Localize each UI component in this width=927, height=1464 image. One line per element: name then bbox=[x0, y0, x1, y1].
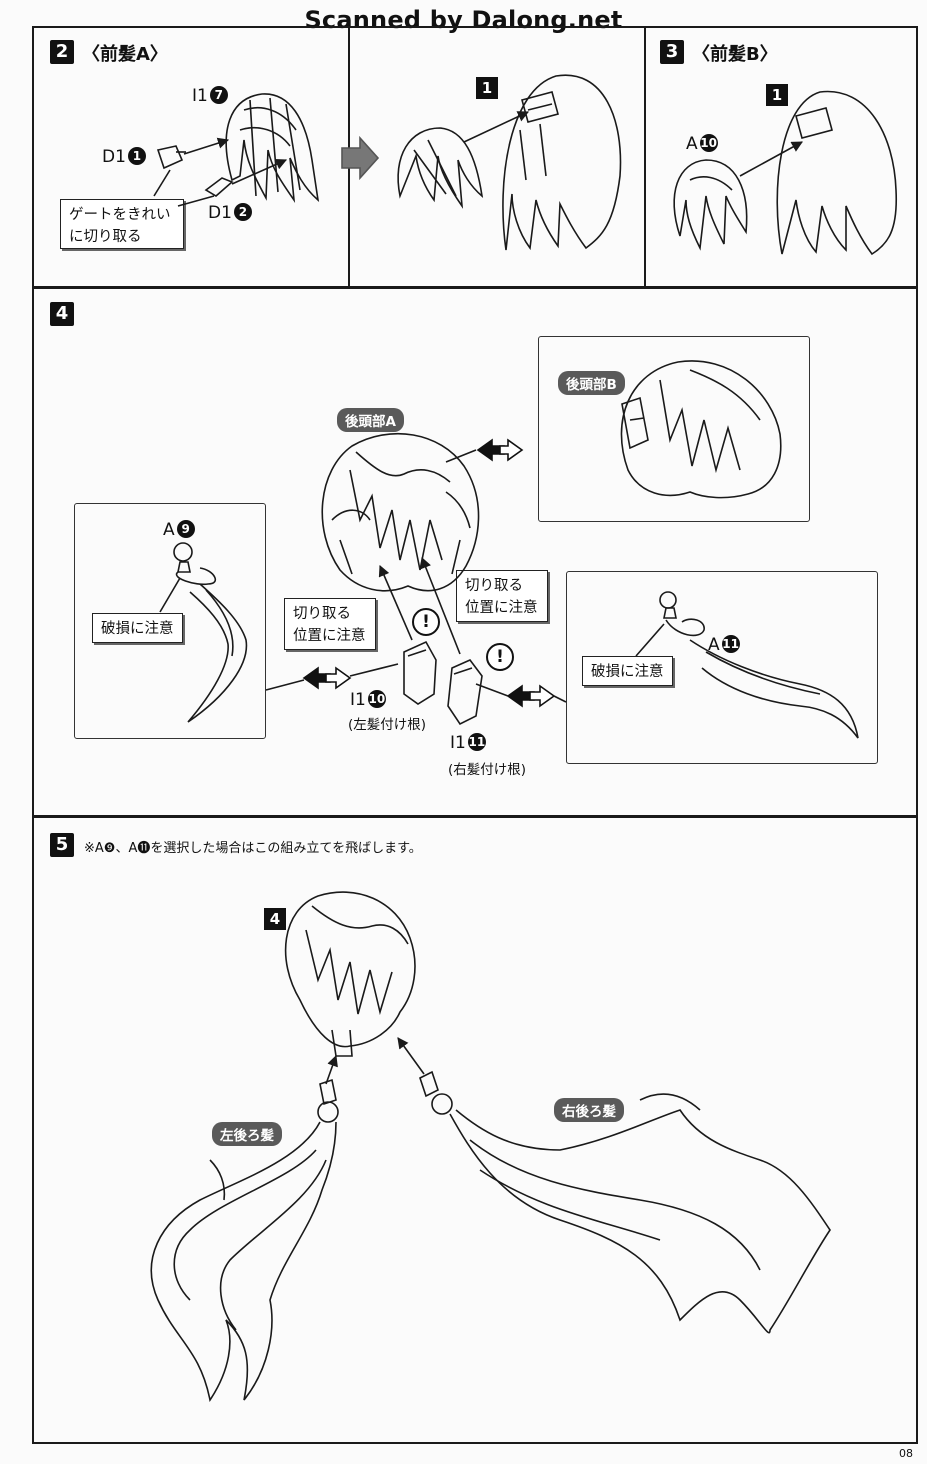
step-flow-arrow bbox=[341, 135, 380, 181]
caution-exclamation-icon: ! bbox=[412, 608, 440, 636]
part-number: 10 bbox=[699, 134, 718, 152]
gate-cut-note: ゲートをきれい に切り取る bbox=[60, 199, 184, 249]
left-back-hair-label: 左後ろ髪 bbox=[212, 1122, 282, 1146]
alt-part-box-right-hair bbox=[566, 571, 878, 764]
step-3-title: 〈前髪B〉 bbox=[692, 44, 778, 65]
part-number: 2 bbox=[233, 203, 252, 221]
part-code: A bbox=[708, 635, 720, 655]
assembled-head-drawing bbox=[284, 891, 416, 1057]
left-hair-root-drawing bbox=[403, 640, 437, 705]
bangs-a-part-drawing bbox=[225, 93, 320, 203]
part-code: A bbox=[686, 134, 698, 154]
swap-arrow bbox=[302, 666, 352, 690]
alt-part-box-left-hair bbox=[74, 503, 266, 739]
part-ref-4: 4 bbox=[264, 908, 286, 930]
part-code: A bbox=[163, 520, 175, 540]
note-line: 位置に注意 bbox=[465, 600, 538, 616]
cut-position-note-left: 切り取る 位置に注意 bbox=[284, 598, 376, 650]
part-code: I1 bbox=[450, 733, 466, 753]
swap-arrow bbox=[506, 684, 556, 708]
back-head-b-drawing bbox=[620, 360, 782, 499]
side-hair-a11-drawing bbox=[659, 591, 859, 739]
swap-arrow bbox=[476, 438, 524, 462]
back-head-a-label: 後頭部A bbox=[337, 408, 404, 432]
back-head-b-label: 後頭部B bbox=[558, 371, 625, 395]
page-number: 08 bbox=[899, 1447, 913, 1460]
part-number: 10 bbox=[367, 690, 386, 708]
step-5-instruction: ※A❾、A⓫を選択した場合はこの組み立てを飛ばします。 bbox=[84, 841, 422, 856]
caution-note-right: 破損に注意 bbox=[582, 656, 673, 686]
bangs-assembled-drawing bbox=[397, 74, 622, 251]
right-back-hair-label: 右後ろ髪 bbox=[554, 1098, 624, 1122]
part-code: D1 bbox=[208, 203, 232, 223]
cut-position-note-right: 切り取る 位置に注意 bbox=[456, 570, 548, 622]
part-number: 1 bbox=[127, 147, 146, 165]
note-line: に切り取る bbox=[69, 229, 142, 245]
step-5-number: 5 bbox=[50, 833, 74, 857]
right-hair-root-desc: (右髪付け根) bbox=[448, 762, 527, 778]
part-number: 9 bbox=[176, 520, 195, 538]
step5-frame bbox=[32, 816, 918, 1444]
part-ref-1: 1 bbox=[476, 77, 498, 99]
step-4-number: 4 bbox=[50, 302, 74, 326]
alt-part-box-back-b bbox=[538, 336, 810, 522]
step-2-number: 2 bbox=[50, 40, 74, 64]
note-line: 切り取る bbox=[293, 606, 351, 622]
caution-note-left: 破損に注意 bbox=[92, 613, 183, 643]
part-ref-1: 1 bbox=[766, 84, 788, 106]
part-d1-2-drawing bbox=[204, 177, 234, 197]
divider bbox=[644, 26, 646, 288]
step-2-title: 〈前髪A〉 bbox=[82, 44, 168, 65]
part-number: 11 bbox=[721, 635, 740, 653]
left-hair-root-desc: (左髪付け根) bbox=[348, 717, 427, 733]
back-head-a-drawing bbox=[321, 433, 480, 592]
part-code: I1 bbox=[192, 86, 208, 106]
part-number: 7 bbox=[209, 86, 228, 104]
caution-exclamation-icon: ! bbox=[486, 643, 514, 671]
part-d1-1-drawing bbox=[156, 145, 186, 170]
watermark: Scanned by Dalong.net bbox=[304, 6, 623, 34]
part-code: I1 bbox=[350, 690, 366, 710]
note-line: ゲートをきれい bbox=[69, 207, 171, 223]
part-number: 11 bbox=[467, 733, 486, 751]
note-line: 切り取る bbox=[465, 578, 523, 594]
part-code: D1 bbox=[102, 147, 126, 167]
step-3-number: 3 bbox=[660, 40, 684, 64]
left-back-hair-drawing bbox=[150, 1078, 339, 1403]
side-hair-a9-drawing bbox=[173, 542, 248, 723]
hair-shell-drawing bbox=[776, 90, 898, 256]
right-hair-root-drawing bbox=[447, 659, 483, 726]
bangs-b-drawing bbox=[673, 159, 748, 251]
note-line: 位置に注意 bbox=[293, 628, 366, 644]
right-back-hair-drawing bbox=[419, 1070, 831, 1334]
